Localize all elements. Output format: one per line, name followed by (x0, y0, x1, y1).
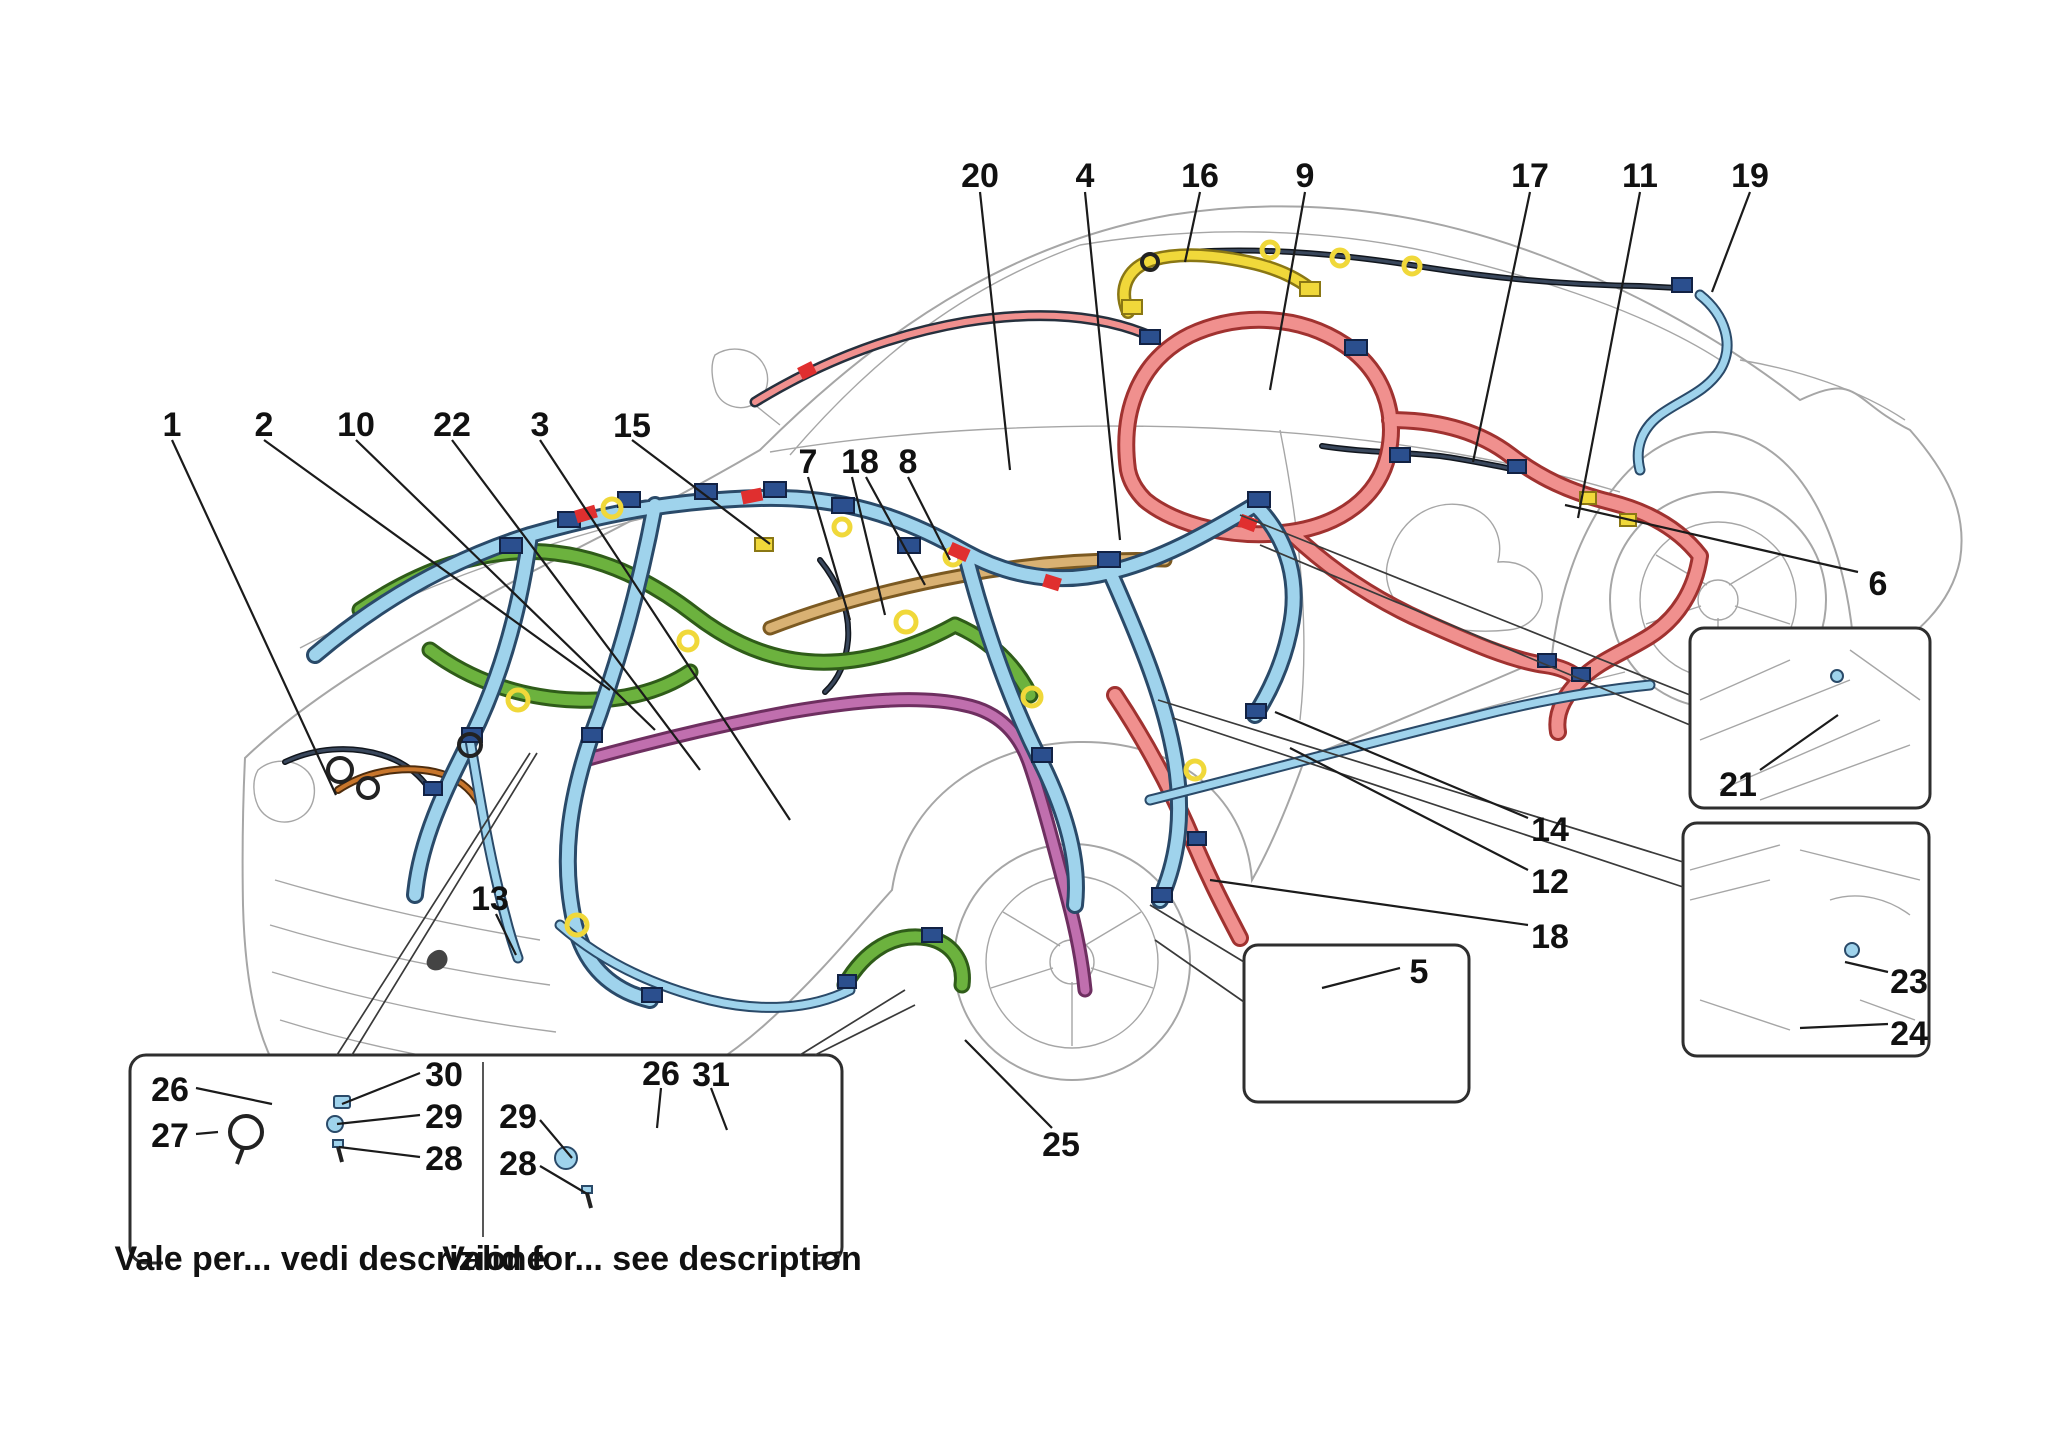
callout-leader-lines (171, 191, 1889, 1259)
yellow-clamp-rings (505, 239, 1423, 938)
callout-27: 27 (151, 1117, 189, 1155)
inset-small-parts (228, 1095, 593, 1209)
brand-emblem (426, 949, 448, 971)
clamp-ring (600, 496, 624, 520)
callout-9: 9 (1296, 157, 1315, 195)
callout-29-left: 29 (425, 1098, 463, 1136)
callout-2: 2 (255, 406, 274, 444)
inset-box-5 (1242, 943, 1471, 1104)
callout-18-top: 18 (841, 443, 879, 481)
part-29-right-grommet (554, 1146, 578, 1170)
tie-ring (457, 732, 483, 758)
caption-backdrop (163, 1237, 818, 1279)
inset-box-21 (1688, 626, 1932, 810)
caption-italian: Vale per... vedi descrizione (115, 1240, 546, 1278)
inset-pointer-lines (336, 514, 1691, 1056)
callout-22: 22 (433, 406, 471, 444)
callout-19: 19 (1731, 157, 1769, 195)
callout-6: 6 (1869, 565, 1888, 603)
callout-31: 31 (692, 1056, 730, 1094)
clamp-ring (505, 687, 531, 713)
callout-1: 1 (163, 406, 182, 444)
callout-28-right: 28 (499, 1145, 537, 1183)
callout-13: 13 (471, 880, 509, 918)
part-27-clamp-stem (235, 1147, 245, 1165)
front-wheel-spokes (990, 911, 1154, 1046)
callout-11: 11 (1622, 157, 1658, 195)
callout-24: 24 (1890, 1015, 1928, 1053)
clamp-ring (1401, 255, 1423, 277)
callout-23: 23 (1890, 963, 1928, 1001)
inset-23-24-content (1689, 844, 1921, 1031)
callout-3: 3 (531, 406, 550, 444)
callout-16: 16 (1181, 157, 1219, 195)
callout-28-left: 28 (425, 1140, 463, 1178)
fittings-layer (326, 239, 1693, 1081)
yellow-connectors (754, 281, 1637, 552)
callout-30: 30 (425, 1056, 463, 1094)
inset-boxes (128, 626, 1932, 1265)
rear-wheel-hub (1697, 579, 1739, 621)
engine-case-lines (1689, 844, 1921, 1031)
clamp-ring (564, 912, 590, 938)
callout-20: 20 (961, 157, 999, 195)
chassis-rail-lines (1699, 649, 1921, 801)
callouts: 1 2 10 22 3 15 7 18 8 20 4 16 9 17 11 19… (151, 157, 1928, 1183)
callout-10: 10 (337, 406, 375, 444)
tie-ring (356, 776, 380, 800)
clamp-ring (831, 516, 853, 538)
callout-17: 17 (1511, 157, 1549, 195)
clamp-ring (893, 609, 919, 635)
roof-harness-outline (755, 316, 1148, 402)
clamp-ring (1183, 758, 1207, 782)
cable-lug (1844, 942, 1860, 958)
part-28-left-bolt-shaft (336, 1146, 344, 1163)
tie-ring (326, 756, 354, 784)
callout-14: 14 (1531, 811, 1569, 849)
callout-29-right: 29 (499, 1098, 537, 1136)
grille-slats (269, 879, 563, 1116)
caption-english: Valid for... see description (442, 1240, 861, 1278)
headlight-outline (253, 760, 315, 823)
callout-8: 8 (899, 443, 918, 481)
callout-12: 12 (1531, 863, 1569, 901)
callout-25: 25 (1042, 1126, 1080, 1164)
dark-clamp-rings (326, 252, 1160, 800)
clamp-ring (1329, 247, 1351, 269)
clamp-ring (1259, 239, 1281, 261)
magenta-harness (585, 700, 1085, 990)
red-tape-bands (574, 361, 1259, 592)
callout-26-right: 26 (642, 1055, 680, 1093)
part-28-left-bolt-head (332, 1139, 344, 1148)
callout-7: 7 (799, 443, 818, 481)
bolt-head (1830, 669, 1844, 683)
callout-21: 21 (1719, 766, 1757, 804)
callout-5: 5 (1410, 953, 1429, 991)
callout-4: 4 (1076, 157, 1095, 195)
tie-ring (1140, 252, 1160, 272)
inset-21-content (1699, 649, 1921, 801)
clamp-ring (1020, 685, 1044, 709)
callout-18-right: 18 (1531, 918, 1569, 956)
part-27-clamp-ring (228, 1114, 264, 1150)
callout-26-left: 26 (151, 1071, 189, 1109)
part-28-right-bolt-shaft (585, 1192, 593, 1209)
clamp-ring (676, 629, 700, 653)
callout-15: 15 (613, 407, 651, 445)
inset-box-23-24 (1681, 821, 1931, 1058)
